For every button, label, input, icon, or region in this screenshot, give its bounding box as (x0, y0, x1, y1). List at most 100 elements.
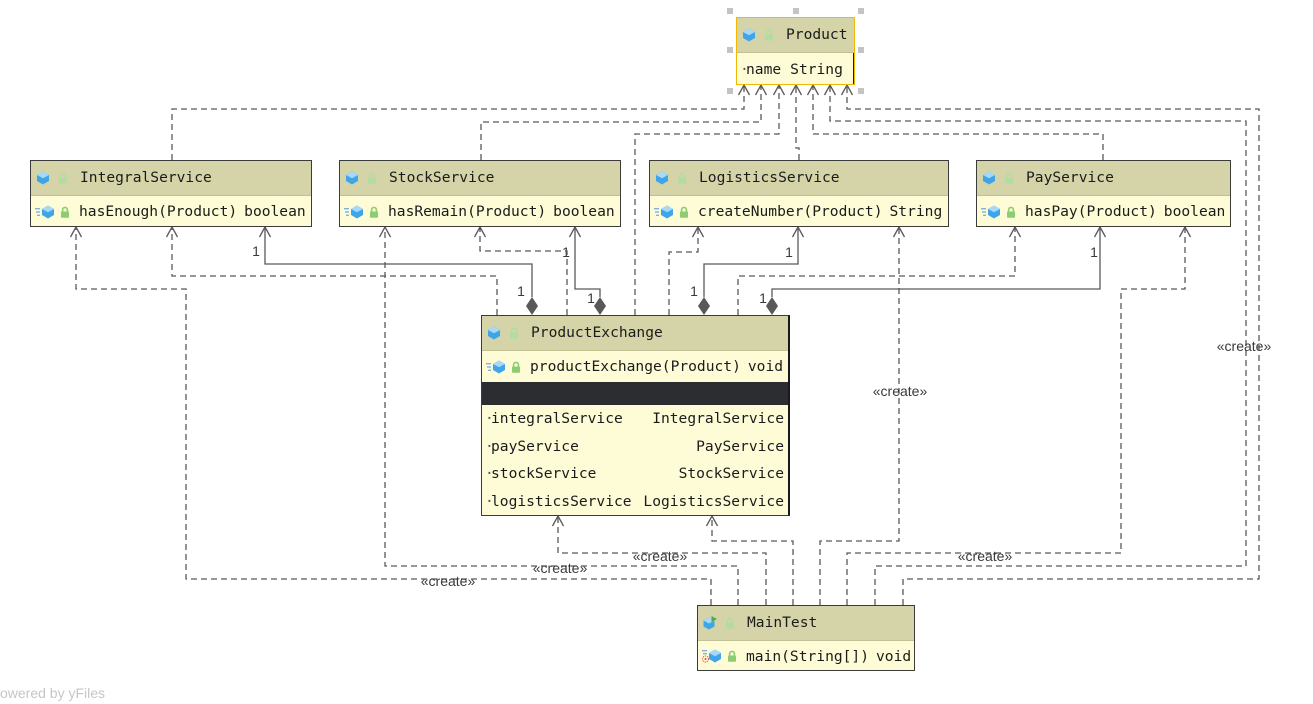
class-name: ProductExchange (531, 324, 663, 341)
open-arrowhead (772, 83, 786, 96)
dependency-line[interactable] (846, 227, 1186, 605)
relationship-edge-pe-pay-comp[interactable] (766, 225, 1107, 315)
class-node-logistics-service[interactable]: LogisticsService createNumber(Product)St… (649, 160, 949, 227)
selection-handle-top-left[interactable] (727, 8, 733, 14)
field-type: IntegralService (652, 410, 784, 428)
relationship-edge-pe-int-dep[interactable] (165, 225, 498, 315)
class-header[interactable]: StockService (340, 161, 620, 196)
visibility-marker: · (740, 60, 749, 78)
field-row[interactable]: ·logisticsService LogisticsService (482, 488, 788, 516)
class-name: Product (786, 26, 848, 43)
method-icon (486, 360, 506, 374)
dependency-line[interactable] (634, 85, 780, 315)
method-icon (654, 205, 674, 219)
class-header[interactable]: PayService (977, 161, 1230, 196)
selection-handle-top-right[interactable] (858, 8, 864, 14)
dependency-line[interactable] (171, 227, 498, 315)
field-row[interactable]: · name String (737, 53, 854, 85)
dependency-line[interactable] (737, 227, 1016, 315)
method-row[interactable]: productExchange(Product)void (482, 351, 788, 382)
relationship-edge-stock-uses-product[interactable] (480, 83, 768, 160)
class-header[interactable]: Product (737, 18, 854, 53)
lock-icon (679, 206, 689, 218)
class-node-product-exchange[interactable]: ProductExchange productExchange(Product)… (481, 315, 790, 516)
relationship-edge-pay-uses-product[interactable] (806, 83, 1104, 160)
selection-handle-right[interactable] (858, 47, 864, 53)
field-row[interactable]: ·integralService IntegralService (482, 405, 788, 433)
method-row[interactable]: hasRemain(Product)boolean (340, 196, 620, 227)
dependency-line[interactable] (846, 85, 1260, 605)
class-node-pay-service[interactable]: PayService hasPay(Product)boolean (976, 160, 1231, 227)
relationship-edge-pe-int-comp[interactable] (258, 225, 539, 315)
open-arrowhead (551, 514, 565, 527)
relationship-edge-main-uses-pe[interactable] (705, 514, 794, 605)
source-multiplicity-label: 1 (690, 283, 698, 299)
relationship-edge-int-uses-product[interactable] (171, 83, 751, 160)
method-row[interactable]: hasEnough(Product)boolean (31, 196, 311, 227)
open-arrowhead (691, 225, 705, 238)
selection-handle-top[interactable] (793, 8, 799, 14)
method-return-type: boolean (244, 203, 306, 220)
dependency-line[interactable] (795, 85, 800, 160)
source-multiplicity-label: 1 (759, 290, 767, 306)
relationship-edge-main-creates-pe[interactable] (551, 514, 767, 605)
dependency-line[interactable] (819, 227, 900, 605)
dependency-line[interactable] (557, 516, 767, 605)
main-method-icon (702, 649, 722, 663)
lock-icon (509, 327, 519, 339)
composition-line[interactable] (703, 227, 799, 297)
open-arrowhead (1093, 225, 1107, 238)
composition-line[interactable] (574, 227, 601, 297)
relationship-edge-pe-stock-comp[interactable] (568, 225, 607, 315)
method-row[interactable]: main(String[])void (698, 641, 914, 671)
method-row[interactable]: hasPay(Product)boolean (977, 196, 1230, 227)
selection-handle-left[interactable] (727, 47, 733, 53)
runnable-class-icon (703, 616, 717, 630)
relationship-edge-main-creates-pay[interactable] (846, 225, 1192, 605)
composition-line[interactable] (264, 227, 533, 297)
open-arrowhead (378, 225, 392, 238)
class-node-integral-service[interactable]: IntegralService hasEnough(Product)boolea… (30, 160, 312, 227)
relationship-edge-log-uses-product[interactable] (789, 83, 803, 160)
class-node-stock-service[interactable]: StockService hasRemain(Product)boolean (339, 160, 621, 227)
selection-handle-bottom-right[interactable] (858, 88, 864, 94)
class-header[interactable]: IntegralService (31, 161, 311, 196)
dependency-line[interactable] (711, 516, 794, 605)
field-row[interactable]: ·stockService StockService (482, 460, 788, 488)
open-arrowhead (258, 225, 272, 238)
composition-line[interactable] (771, 227, 1101, 297)
relationship-edge-main-uses-product[interactable] (840, 83, 1260, 605)
relationship-edge-pe-stock-dep[interactable] (473, 225, 568, 315)
class-node-main-test[interactable]: MainTest main(String[])void (697, 605, 915, 671)
dependency-line[interactable] (171, 85, 745, 160)
dependency-line[interactable] (480, 85, 762, 160)
method-name: createNumber(Product) (698, 203, 883, 220)
open-arrowhead (892, 225, 906, 238)
method-name: main(String[]) (746, 647, 870, 665)
method-row[interactable]: createNumber(Product)String (650, 196, 948, 227)
dependency-line[interactable] (668, 227, 699, 315)
field-row[interactable]: ·payService PayService (482, 433, 788, 461)
open-arrowhead (840, 83, 854, 96)
relationship-edge-pe-pay-dep[interactable] (737, 225, 1022, 315)
selection-handle-bottom-left[interactable] (727, 88, 733, 94)
relationship-edge-main-creates-stock[interactable] (378, 225, 739, 605)
relationship-edge-main-creates-product[interactable] (823, 83, 1247, 605)
class-header[interactable]: MainTest (698, 606, 914, 641)
class-header[interactable]: LogisticsService (650, 161, 948, 196)
relationship-edge-pe-log-dep[interactable] (668, 225, 705, 315)
class-node-product[interactable]: Product · name String (736, 17, 855, 85)
dependency-line[interactable] (812, 85, 1104, 160)
dependency-line[interactable] (384, 227, 739, 605)
lock-icon (1004, 172, 1014, 184)
relationship-edge-main-creates-int[interactable] (69, 225, 712, 605)
relationship-edge-main-creates-log[interactable] (819, 225, 906, 605)
relationship-edge-pe-uses-product[interactable] (634, 83, 786, 315)
field-type: LogisticsService (643, 492, 784, 510)
composition-diamond (698, 297, 710, 315)
relationship-edge-pe-log-comp[interactable] (698, 225, 805, 315)
dependency-line[interactable] (829, 85, 1247, 605)
dependency-line[interactable] (75, 227, 712, 605)
dependency-line[interactable] (479, 227, 568, 315)
class-header[interactable]: ProductExchange (482, 316, 788, 351)
